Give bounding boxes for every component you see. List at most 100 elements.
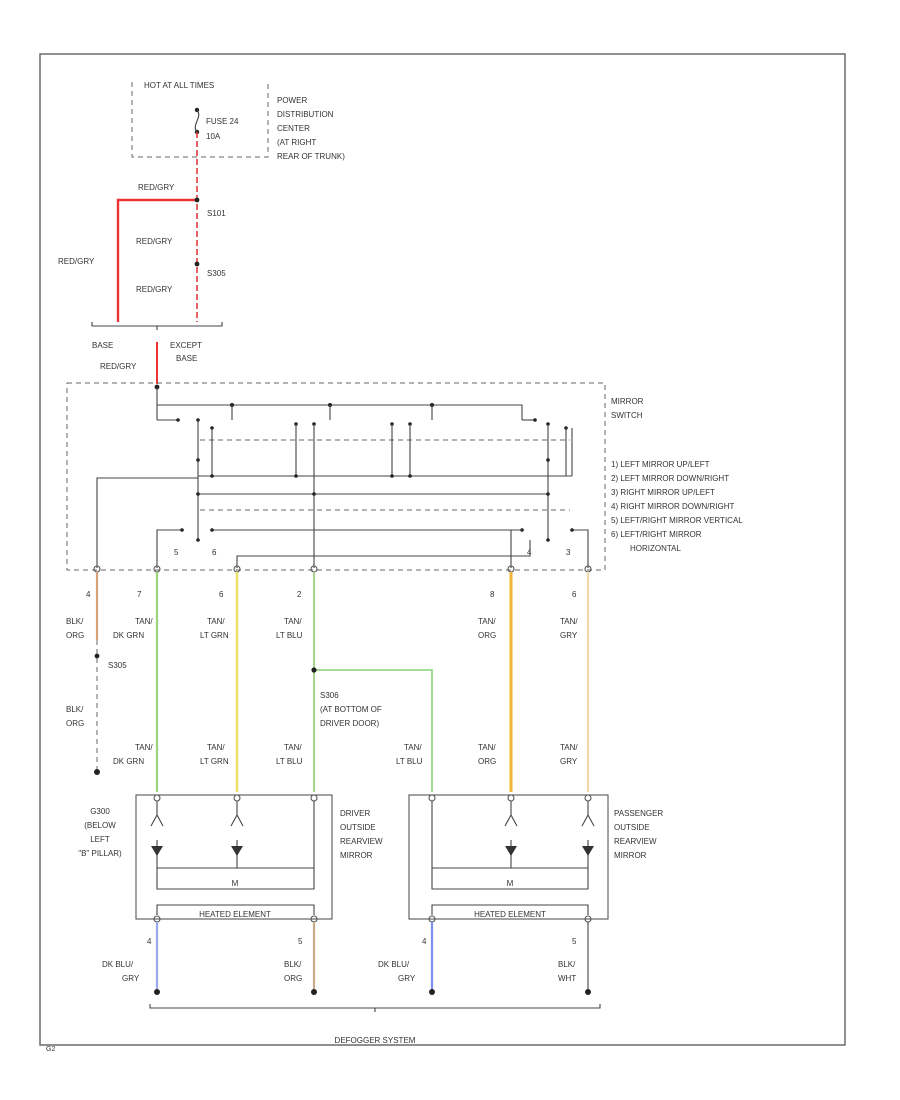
switch-inner-pin-3: 3 bbox=[566, 548, 571, 557]
ground-path: S305 BLK/ ORG G300 (BELOW LEFT "B" PILLA… bbox=[66, 661, 127, 858]
ground-wire-b: ORG bbox=[66, 719, 84, 728]
legend-4: 4) RIGHT MIRROR DOWN/RIGHT bbox=[611, 502, 735, 511]
driver-label-3: REARVIEW bbox=[340, 837, 383, 846]
splice-s305: S305 bbox=[207, 269, 226, 278]
driver-mirror: M HEATED ELEMENT DRIVER OUTSIDE REARVIEW… bbox=[102, 794, 383, 995]
out-wire-6b: GRY bbox=[560, 631, 578, 640]
out-wire-4a: TAN/ bbox=[284, 617, 302, 626]
driver-wire-b2: ORG bbox=[284, 974, 302, 983]
in-wire-2a: TAN/ bbox=[207, 743, 225, 752]
wire-red-gry-top: RED/GRY bbox=[138, 183, 175, 192]
out-wire-2b: DK GRN bbox=[113, 631, 144, 640]
out-pin-3: 6 bbox=[219, 590, 224, 599]
mirror-switch: MIRROR SWITCH bbox=[66, 382, 743, 573]
out-wire-1a: BLK/ bbox=[66, 617, 84, 626]
legend-3: 3) RIGHT MIRROR UP/LEFT bbox=[611, 488, 715, 497]
fuse-location-1: POWER bbox=[277, 96, 307, 105]
passenger-label-2: OUTSIDE bbox=[614, 823, 650, 832]
switch-inner-pin-6: 6 bbox=[212, 548, 217, 557]
in-wire-4a: TAN/ bbox=[404, 743, 422, 752]
defogger-label: DEFOGGER SYSTEM bbox=[335, 1036, 416, 1045]
base-label: BASE bbox=[92, 341, 113, 350]
fuse-rating: 10A bbox=[206, 132, 221, 141]
out-wire-3b: LT GRN bbox=[200, 631, 229, 640]
door-splice: S306 (AT BOTTOM OF DRIVER DOOR) bbox=[320, 691, 382, 728]
out-pin-6: 6 bbox=[572, 590, 577, 599]
out-wire-2a: TAN/ bbox=[135, 617, 153, 626]
passenger-label-1: PASSENGER bbox=[614, 809, 663, 818]
fuse-location-4: (AT RIGHT bbox=[277, 138, 316, 147]
wire-red-gry-to-switch: RED/GRY bbox=[100, 362, 137, 371]
except-base-label-2: BASE bbox=[176, 354, 197, 363]
passenger-pin-a: 4 bbox=[422, 937, 427, 946]
mirror-switch-title-2: SWITCH bbox=[611, 411, 643, 420]
in-wire-1b: DK GRN bbox=[113, 757, 144, 766]
fuse-label: FUSE 24 bbox=[206, 117, 239, 126]
fuse-box: HOT AT ALL TIMES FUSE 24 10A POWER DISTR… bbox=[131, 81, 345, 161]
svg-text:M: M bbox=[232, 879, 239, 888]
out-wire-5a: TAN/ bbox=[478, 617, 496, 626]
passenger-wire-b1: BLK/ bbox=[558, 960, 576, 969]
ground-splice: S305 bbox=[108, 661, 127, 670]
legend-5: 5) LEFT/RIGHT MIRROR VERTICAL bbox=[611, 516, 743, 525]
mirror-input-labels: TAN/ DK GRN TAN/ LT GRN TAN/ LT BLU TAN/… bbox=[113, 743, 578, 766]
passenger-label-3: REARVIEW bbox=[614, 837, 657, 846]
passenger-wire-b2: WHT bbox=[558, 974, 576, 983]
door-splice-3: DRIVER DOOR) bbox=[320, 719, 379, 728]
passenger-wire-a1: DK BLU/ bbox=[378, 960, 410, 969]
power-feed: RED/GRY S101 RED/GRY S305 RED/GRY RED/GR… bbox=[58, 132, 226, 384]
out-pin-5: 8 bbox=[490, 590, 495, 599]
mirror-switch-title-1: MIRROR bbox=[611, 397, 644, 406]
out-wire-1b: ORG bbox=[66, 631, 84, 640]
fuse-box-header: HOT AT ALL TIMES bbox=[144, 81, 214, 90]
driver-label-4: MIRROR bbox=[340, 851, 373, 860]
in-wire-3b: LT BLU bbox=[276, 757, 303, 766]
in-wire-1a: TAN/ bbox=[135, 743, 153, 752]
driver-wire-a1: DK BLU/ bbox=[102, 960, 134, 969]
out-wire-3a: TAN/ bbox=[207, 617, 225, 626]
driver-pin-b: 5 bbox=[298, 937, 303, 946]
wire-red-gry-left: RED/GRY bbox=[58, 257, 95, 266]
svg-text:M: M bbox=[507, 879, 514, 888]
page-frame bbox=[39, 53, 846, 1046]
door-splice-2: (AT BOTTOM OF bbox=[320, 705, 382, 714]
defogger-bracket: DEFOGGER SYSTEM bbox=[149, 1004, 601, 1045]
door-splice-1: S306 bbox=[320, 691, 339, 700]
legend-6: 6) LEFT/RIGHT MIRROR bbox=[611, 530, 702, 539]
out-pin-4: 2 bbox=[297, 590, 302, 599]
passenger-pin-b: 5 bbox=[572, 937, 577, 946]
ground-wire-a: BLK/ bbox=[66, 705, 84, 714]
splice-s101: S101 bbox=[207, 209, 226, 218]
driver-wire-b1: BLK/ bbox=[284, 960, 302, 969]
driver-heated-element: HEATED ELEMENT bbox=[199, 910, 271, 919]
fuse-location-5: REAR OF TRUNK) bbox=[277, 152, 345, 161]
out-wire-5b: ORG bbox=[478, 631, 496, 640]
in-wire-5a: TAN/ bbox=[478, 743, 496, 752]
legend-2: 2) LEFT MIRROR DOWN/RIGHT bbox=[611, 474, 729, 483]
in-wire-6b: GRY bbox=[560, 757, 578, 766]
driver-label-1: DRIVER bbox=[340, 809, 370, 818]
driver-pin-a: 4 bbox=[147, 937, 152, 946]
legend-1: 1) LEFT MIRROR UP/LEFT bbox=[611, 460, 710, 469]
switch-inner-pin-4: 4 bbox=[527, 548, 532, 557]
passenger-mirror: M HEATED ELEMENT PASSENGER OUTSIDE REARV… bbox=[378, 794, 663, 995]
except-base-label-1: EXCEPT bbox=[170, 341, 202, 350]
ground-label-4: "B" PILLAR) bbox=[78, 849, 122, 858]
in-wire-6a: TAN/ bbox=[560, 743, 578, 752]
out-wire-4b: LT BLU bbox=[276, 631, 303, 640]
in-wire-4b: LT BLU bbox=[396, 757, 423, 766]
fuse-location-2: DISTRIBUTION bbox=[277, 110, 334, 119]
out-pin-1: 4 bbox=[86, 590, 91, 599]
passenger-label-4: MIRROR bbox=[614, 851, 647, 860]
wire-red-gry-low: RED/GRY bbox=[136, 285, 173, 294]
output-wires bbox=[94, 572, 590, 792]
switch-inner-pin-5: 5 bbox=[174, 548, 179, 557]
out-wire-6a: TAN/ bbox=[560, 617, 578, 626]
in-wire-3a: TAN/ bbox=[284, 743, 302, 752]
passenger-heated-element: HEATED ELEMENT bbox=[474, 910, 546, 919]
out-pin-2: 7 bbox=[137, 590, 142, 599]
in-wire-5b: ORG bbox=[478, 757, 496, 766]
driver-wire-a2: GRY bbox=[122, 974, 140, 983]
ground-label-2: (BELOW bbox=[84, 821, 116, 830]
